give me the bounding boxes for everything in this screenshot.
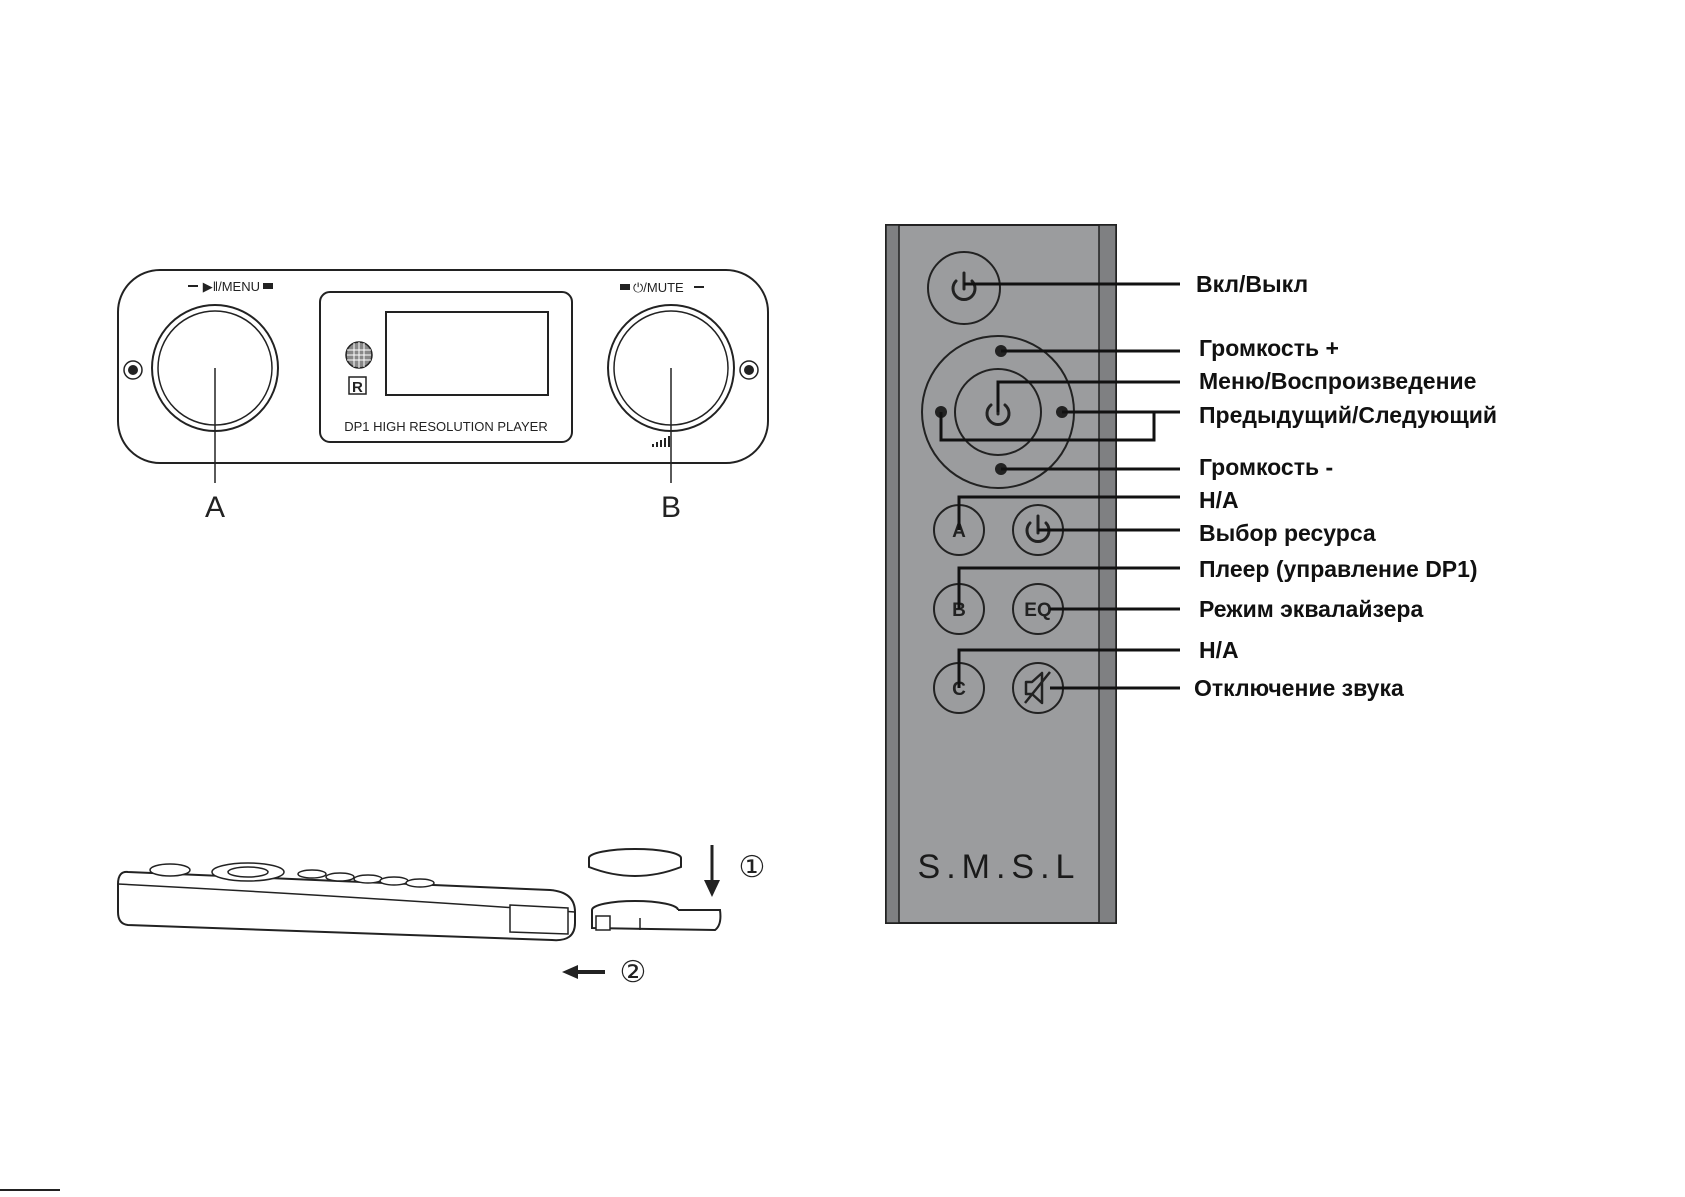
- remote-edge-left: [886, 225, 899, 923]
- remote-edge-right: [1099, 225, 1116, 923]
- arrow-left-icon: [562, 965, 605, 979]
- callout-a: A: [205, 491, 225, 524]
- label-eq: Режим эквалайзера: [1199, 596, 1423, 622]
- eq-button-label: EQ: [1024, 600, 1051, 621]
- remote-control: A B EQ C S.M.S.L: [886, 225, 1497, 923]
- svg-text:S.M.S.L: S.M.S.L: [918, 848, 1081, 886]
- label-player: Плеер (управление DP1): [1199, 556, 1478, 582]
- front-panel: ▶‖/MENU ⏻/MUTE R DP1 HIGH RESOLUTION PLA…: [118, 270, 768, 524]
- knob-a-label: ▶‖/MENU: [203, 279, 260, 294]
- label-source: Выбор ресурса: [1199, 520, 1376, 546]
- label-power: Вкл/Выкл: [1196, 271, 1308, 297]
- knob-b-label: ⏻/MUTE: [633, 280, 684, 295]
- label-volume-up: Громкость +: [1199, 335, 1339, 361]
- label-menu-play: Меню/Воспроизведение: [1199, 368, 1476, 394]
- label-prev-next: Предыдущий/Следующий: [1199, 402, 1497, 428]
- label-na-a: Н/А: [1199, 487, 1239, 513]
- label-mute: Отключение звука: [1194, 675, 1404, 701]
- callout-b: B: [661, 491, 681, 524]
- remote-body: [886, 225, 1116, 923]
- coin-battery: [589, 849, 681, 876]
- smsl-logo: S.M.S.L: [918, 848, 1081, 886]
- battery-install-diagram: ① ②: [118, 845, 765, 989]
- display-caption: DP1 HIGH RESOLUTION PLAYER: [344, 419, 547, 434]
- step-1-marker: ①: [739, 851, 766, 884]
- remote-side-view: [118, 872, 575, 940]
- ir-sensor-icon: [346, 342, 372, 368]
- label-volume-down: Громкость -: [1199, 454, 1333, 480]
- display-screen: [386, 312, 548, 395]
- step-2-marker: ②: [620, 956, 647, 989]
- battery-tray: [592, 901, 720, 930]
- arrow-down-icon: [704, 845, 720, 897]
- label-na-c: Н/А: [1199, 637, 1239, 663]
- ir-mark: R: [352, 379, 363, 396]
